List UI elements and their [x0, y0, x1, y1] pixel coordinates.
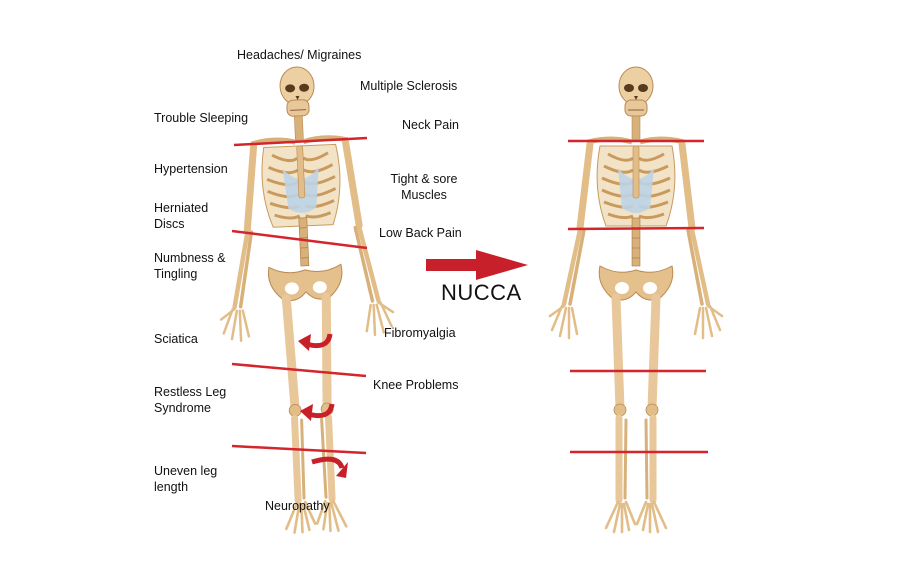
twist-arrow-thigh	[298, 333, 333, 351]
misaligned-skeleton	[210, 63, 402, 535]
label-uneven-leg: Uneven leg length	[154, 464, 218, 494]
label-multiple-sclerosis: Multiple Sclerosis	[360, 79, 458, 93]
left-ankle-line	[231, 444, 367, 455]
label-knee-problems: Knee Problems	[373, 378, 459, 392]
left-shoulder-line	[233, 136, 368, 147]
twist-arrow-foot	[311, 456, 348, 478]
aligned-skeleton	[550, 67, 722, 532]
left-knee-line	[231, 362, 367, 378]
label-numbness: Numbness & Tingling	[154, 251, 226, 281]
transition-arrow-icon	[426, 250, 528, 280]
label-trouble-sleeping: Trouble Sleeping	[154, 111, 249, 125]
label-neck-pain: Neck Pain	[402, 118, 459, 132]
right-hip-line	[567, 226, 705, 231]
label-fibromyalgia: Fibromyalgia	[384, 326, 456, 340]
label-headaches: Headaches/ Migraines	[237, 48, 362, 62]
label-restless-leg: Restless Leg Syndrome	[154, 385, 227, 415]
label-sciatica: Sciatica	[154, 332, 198, 346]
label-tight-muscles: Tight & sore Muscles	[390, 172, 458, 202]
left-hip-line	[231, 229, 368, 250]
nucca-label: NUCCA	[441, 280, 522, 305]
label-low-back-pain: Low Back Pain	[379, 226, 462, 240]
label-hypertension: Hypertension	[154, 162, 228, 176]
label-neuropathy: Neuropathy	[265, 499, 330, 513]
twist-arrow-shin	[300, 403, 335, 421]
label-herniated-discs: Herniated Discs	[154, 201, 209, 231]
